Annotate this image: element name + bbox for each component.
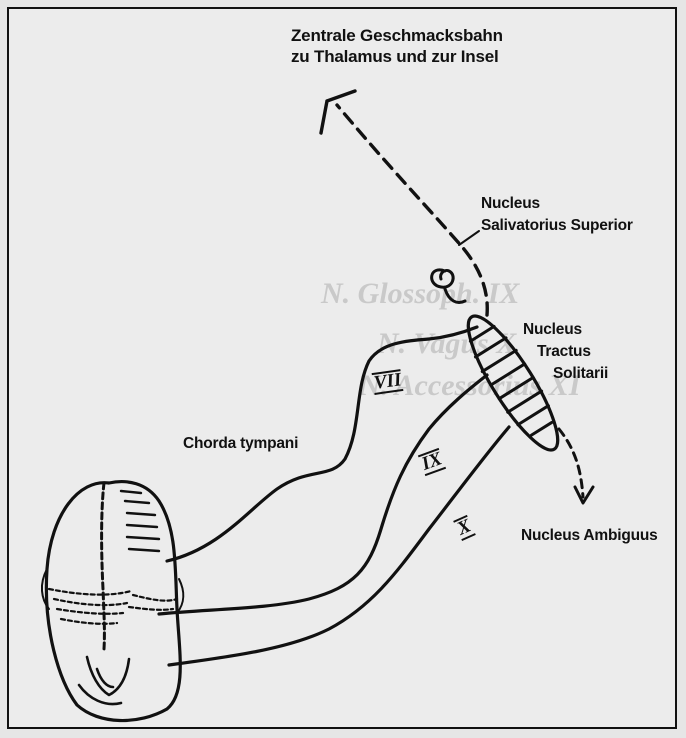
tractus-line-1: Nucleus xyxy=(523,319,608,341)
salivatorius-leader-line xyxy=(459,231,479,245)
nerve-ix xyxy=(159,375,487,614)
tractus-line-2: Tractus xyxy=(523,341,608,363)
tractus-line-3: Solitarii xyxy=(523,363,608,385)
salivatorius-line-2: Salivatorius Superior xyxy=(481,215,633,237)
nerve-vii-text: VII xyxy=(372,369,404,395)
nerve-x xyxy=(169,427,509,665)
central-gustatory-pathway xyxy=(337,105,487,315)
vallate-papillae xyxy=(49,589,177,624)
central-path-line-1: Zentrale Geschmacksbahn xyxy=(291,25,503,46)
label-nucleus-ambiguus: Nucleus Ambiguus xyxy=(521,525,658,547)
label-chorda-tympani: Chorda tympani xyxy=(183,433,298,455)
salivatorius-line-1: Nucleus xyxy=(481,193,633,215)
epiglottis xyxy=(79,657,129,704)
label-nucleus-salivatorius: Nucleus Salivatorius Superior xyxy=(481,193,633,237)
diagram-frame: N. Glossoph. IX N. Vagus X N. Accessoriu… xyxy=(7,7,677,729)
central-path-line-2: zu Thalamus und zur Insel xyxy=(291,46,503,67)
label-nerve-vii: VII xyxy=(372,369,404,395)
pathway-to-ambiguus xyxy=(559,429,583,497)
nucleus-salivatorius-loop xyxy=(432,270,465,303)
label-nucleus-tractus-solitarii: Nucleus Tractus Solitarii xyxy=(523,319,608,385)
taste-bud-hatches xyxy=(121,491,159,551)
label-central-gustatory-pathway: Zentrale Geschmacksbahn zu Thalamus und … xyxy=(291,25,503,67)
arrow-head-thalamus xyxy=(321,91,355,133)
